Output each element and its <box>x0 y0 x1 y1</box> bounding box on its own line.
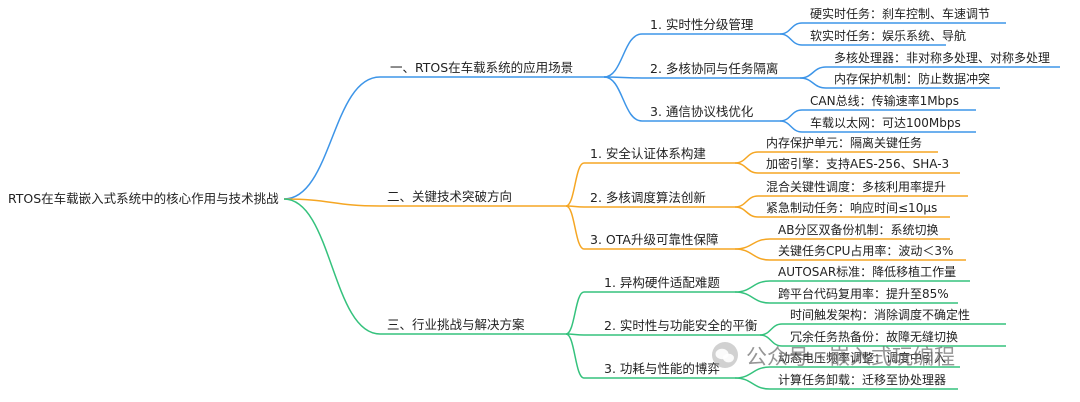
detail-label: 内存保护机制：防止数据冲突 <box>834 71 990 86</box>
detail-connector <box>779 120 803 133</box>
topic-label: 3. OTA升级可靠性保障 <box>590 232 718 247</box>
detail-label: 冗余任务热备份：故障无缝切换 <box>790 329 958 344</box>
topic-connector <box>603 76 643 122</box>
topic-label: 2. 多核协同与任务隔离 <box>650 61 778 76</box>
detail-connector <box>779 109 803 122</box>
detail-label: 时间触发架构：消除调度不确定性 <box>790 307 970 322</box>
topic-label: 2. 多核调度算法创新 <box>590 190 706 205</box>
detail-label: 紧急制动任务：响应时间≤10μs <box>766 200 937 215</box>
detail-connector <box>734 280 771 293</box>
topic-connector <box>603 33 643 78</box>
topic-connector <box>565 291 585 335</box>
wechat-icon <box>712 342 738 368</box>
detail-connector <box>799 77 827 89</box>
detail-connector <box>734 206 759 218</box>
root-topic: RTOS在车载嵌入式系统中的核心作用与技术挑战 <box>8 191 279 206</box>
topic-label: 1. 安全认证体系构建 <box>590 146 706 161</box>
watermark: 公众号 · 嵌入式玩编程 <box>712 342 955 369</box>
branch-connector <box>283 198 381 335</box>
detail-connector <box>734 248 771 261</box>
topic-connector <box>565 205 585 250</box>
topic-label: 1. 异构硬件适配难题 <box>604 275 720 290</box>
detail-label: 车载以太网：可达100Mbps <box>810 115 961 130</box>
detail-connector <box>734 377 771 390</box>
detail-label: 硬实时任务：刹车控制、车速调节 <box>810 6 990 21</box>
detail-label: 动态电压频率调整：调度中引入 <box>778 350 946 365</box>
topic-connector <box>565 333 585 379</box>
detail-label: 软实时任务：娱乐系统、导航 <box>810 28 966 43</box>
detail-connector <box>759 323 783 336</box>
detail-label: 混合关键性调度：多核利用率提升 <box>766 179 946 194</box>
watermark-text: 公众号 · 嵌入式玩编程 <box>746 345 955 369</box>
branch-connector <box>283 198 381 207</box>
detail-connector <box>779 33 803 46</box>
detail-label: 跨平台代码复用率：提升至85% <box>778 286 949 301</box>
topic-label: 3. 通信协议栈优化 <box>650 104 754 119</box>
connector-lines <box>283 22 1060 390</box>
detail-label: 加密引擎：支持AES-256、SHA-3 <box>766 156 949 171</box>
branch-connector <box>283 76 381 200</box>
topic-label: 3. 功耗与性能的博弈 <box>604 361 720 376</box>
mindmap-nodes: RTOS在车载嵌入式系统中的核心作用与技术挑战 一、RTOS在车载系统的应用场景… <box>8 6 1050 387</box>
branch-label: 二、关键技术突破方向 <box>387 189 512 204</box>
detail-label: 关键任务CPU占用率：波动＜3% <box>778 243 953 258</box>
detail-connector <box>734 291 771 304</box>
detail-label: 计算任务卸载：迁移至协处理器 <box>778 372 946 387</box>
detail-label: AB分区双备份机制：系统切换 <box>778 223 938 237</box>
detail-label: CAN总线：传输速率1Mbps <box>810 93 959 108</box>
detail-connector <box>799 66 827 79</box>
topic-label: 2. 实时性与功能安全的平衡 <box>604 318 757 333</box>
branch-label: 一、RTOS在车载系统的应用场景 <box>390 60 573 75</box>
topic-connector <box>565 162 585 207</box>
detail-label: 内存保护单元：隔离关键任务 <box>766 135 922 150</box>
detail-connector <box>779 22 803 35</box>
detail-connector <box>734 195 759 208</box>
detail-connector <box>734 162 759 174</box>
detail-label: AUTOSAR标准：降低移植工作量 <box>778 264 956 279</box>
detail-label: 多核处理器：非对称多处理、对称多处理 <box>834 51 1050 65</box>
branch-label: 三、行业挑战与解决方案 <box>387 317 525 332</box>
detail-connector <box>734 151 759 164</box>
detail-connector <box>759 334 783 347</box>
topic-label: 1. 实时性分级管理 <box>650 17 754 32</box>
detail-connector <box>734 238 771 250</box>
